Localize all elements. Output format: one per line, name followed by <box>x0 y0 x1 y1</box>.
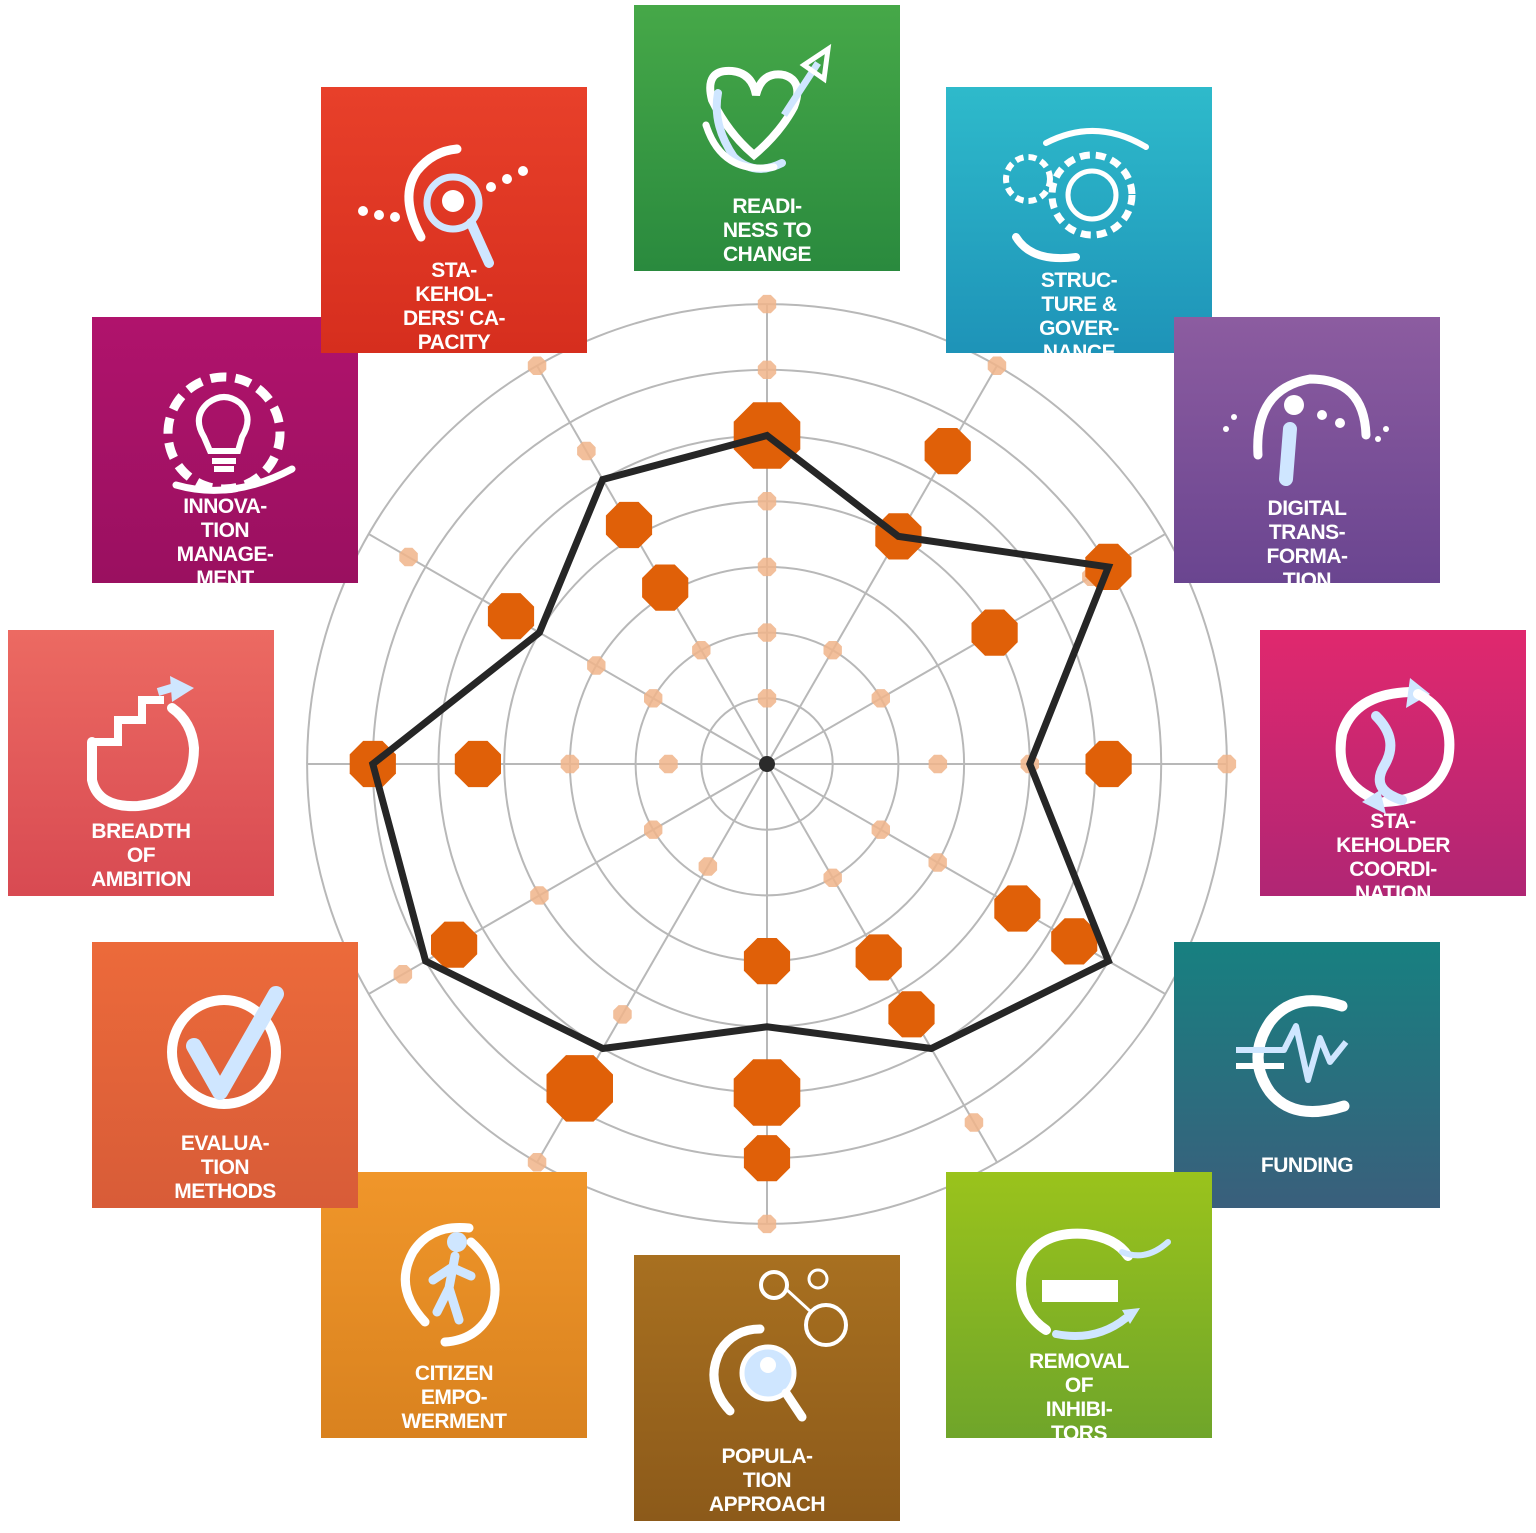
data-dot <box>871 689 890 708</box>
tile-label: EVALUA- TION METHODS <box>174 1132 276 1203</box>
gears-icon <box>1003 127 1149 263</box>
tile-readiness: READI- NESS TO CHANGE <box>634 5 900 271</box>
data-dot <box>644 689 663 708</box>
data-dot <box>587 656 606 675</box>
grid-axis <box>536 365 768 765</box>
data-dot <box>527 356 547 375</box>
data-dot <box>743 938 791 985</box>
tile-label: STA- KEHOLDER COORDI- NATION <box>1336 810 1450 896</box>
info-orbit-icon <box>1223 374 1389 486</box>
data-dot <box>928 853 947 872</box>
tile-removal: REMOVAL OF INHIBI- TORS <box>946 1172 1212 1438</box>
data-dot <box>888 991 935 1038</box>
data-dot <box>1051 918 1098 965</box>
data-dot <box>527 1153 547 1172</box>
data-dot <box>757 557 777 577</box>
runner-icon <box>400 1223 500 1347</box>
magnifier-icon <box>358 144 528 268</box>
data-dot <box>964 1113 984 1132</box>
people-search-icon <box>709 1268 848 1422</box>
tile-stakeholders-capacity: STA- KEHOL- DERS' CA- PACITY <box>321 87 587 353</box>
data-dot <box>546 1055 613 1122</box>
tile-label: STRUC- TURE & GOVER- NANCE <box>1039 269 1119 353</box>
tile-label: STA- KEHOL- DERS' CA- PACITY <box>403 259 506 353</box>
data-dot <box>757 360 777 379</box>
data-dot <box>642 564 689 611</box>
tile-label: REMOVAL OF INHIBI- TORS <box>1029 1350 1129 1438</box>
data-dot <box>605 501 653 549</box>
tile-evaluation: EVALUA- TION METHODS <box>92 942 358 1208</box>
data-dot <box>644 820 663 839</box>
data-dot <box>431 921 478 968</box>
tile-label: CITIZEN EMPO- WERMENT <box>401 1362 508 1433</box>
profile-line <box>368 431 1114 1053</box>
data-dot <box>823 641 842 660</box>
tile-label: FUNDING <box>1260 1154 1354 1177</box>
tile-label: DIGITAL TRANS- FORMA- TION <box>1266 497 1348 583</box>
data-dot <box>757 689 777 708</box>
data-dot <box>1217 754 1237 774</box>
data-dot <box>757 1214 777 1234</box>
tile-label: INNOVA- TION MANAGE- MENT <box>176 495 274 583</box>
data-dot <box>530 886 549 905</box>
data-dot <box>971 609 1018 656</box>
data-dot <box>924 428 971 475</box>
radar-profile <box>368 431 1114 1053</box>
data-dot <box>577 441 596 461</box>
tile-population: POPULA- TION APPROACH <box>634 1255 900 1521</box>
data-dot <box>487 593 535 640</box>
data-dot <box>757 492 777 511</box>
data-dot <box>692 641 711 660</box>
data-dot <box>823 868 842 887</box>
data-dot <box>928 754 948 774</box>
minus-loop-icon <box>1016 1228 1171 1340</box>
data-dot <box>659 754 678 774</box>
data-dot <box>560 754 580 774</box>
radar-center <box>759 756 775 772</box>
data-dot <box>987 356 1007 375</box>
data-dot <box>757 623 777 642</box>
data-dot <box>698 857 718 876</box>
data-dot <box>743 1135 791 1182</box>
data-dot <box>399 547 418 567</box>
data-dot <box>757 294 777 314</box>
tile-innovation: INNOVA- TION MANAGE- MENT <box>92 317 358 583</box>
data-dot <box>393 965 413 984</box>
tile-structure: STRUC- TURE & GOVER- NANCE <box>946 87 1212 353</box>
stairs-arrow-icon <box>87 676 200 812</box>
circular-arrows-icon <box>1335 678 1455 814</box>
tile-label: BREADTH OF AMBITION <box>91 820 191 891</box>
tile-label: READI- NESS TO CHANGE <box>722 195 812 266</box>
lightbulb-icon <box>163 372 296 494</box>
tile-digital: DIGITAL TRANS- FORMA- TION <box>1174 317 1440 583</box>
checkmark-icon <box>167 986 284 1109</box>
euro-pulse-icon <box>1236 995 1350 1117</box>
data-dot <box>454 740 501 788</box>
data-dot <box>855 934 902 981</box>
data-dot <box>994 885 1041 932</box>
tile-breadth: BREADTH OF AMBITION <box>8 630 274 896</box>
tile-funding: FUNDING <box>1174 942 1440 1208</box>
tile-citizen: CITIZEN EMPO- WERMENT <box>321 1172 587 1438</box>
tile-stakeholder-coordination: STA- KEHOLDER COORDI- NATION <box>1260 630 1526 896</box>
data-dot <box>1085 740 1132 788</box>
grid-axis <box>766 763 1166 995</box>
data-dot <box>871 820 890 839</box>
grid-axis <box>368 533 768 765</box>
tile-label: POPULA- TION APPROACH <box>708 1445 826 1516</box>
data-dot <box>613 1005 632 1024</box>
data-dot <box>733 1059 801 1126</box>
heart-arrow-icon <box>702 43 832 173</box>
